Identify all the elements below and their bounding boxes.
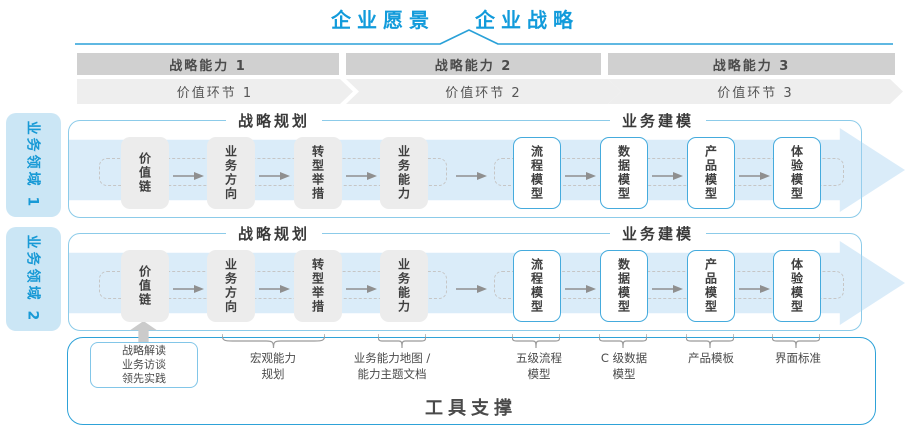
right-arrow-icon — [739, 279, 770, 293]
box-label: 体验模型 — [789, 145, 804, 201]
brace-icon — [378, 333, 426, 349]
box-label: 价值链 — [137, 152, 152, 194]
capability-label: 战略能力 2 — [434, 58, 513, 74]
box-label: 业务方向 — [223, 258, 238, 314]
capability-band-3: 战略能力 3 — [608, 53, 895, 75]
right-arrow-icon — [259, 279, 290, 293]
brace-icon — [772, 333, 820, 349]
planning-section-title: 战略规划 — [225, 110, 323, 132]
box-label: 流程模型 — [529, 258, 544, 314]
right-arrow-icon — [259, 166, 290, 180]
tool-support-label: 工具支撑 — [425, 398, 517, 419]
box-product-model: 产品模型 — [687, 250, 735, 322]
box-process-model: 流程模型 — [513, 137, 561, 209]
right-arrow-icon — [173, 279, 204, 293]
domain-label: 业务领域 2 — [24, 234, 41, 324]
right-arrow-icon — [652, 279, 683, 293]
strategy-title: 企业战略 — [475, 8, 579, 32]
right-arrow-icon — [456, 279, 487, 293]
dashed-pipeline — [494, 271, 844, 299]
dashed-pipeline — [99, 158, 447, 186]
right-arrow-icon — [456, 166, 487, 180]
right-arrow-icon — [739, 166, 770, 180]
modeling-section-title: 业务建模 — [609, 110, 707, 132]
right-arrow-icon — [565, 279, 596, 293]
modeling-section-title: 业务建模 — [609, 223, 707, 245]
box-business-direction: 业务方向 — [207, 137, 255, 209]
value-label: 价值环节 3 — [717, 86, 794, 101]
capability-band-1: 战略能力 1 — [77, 53, 339, 75]
box-data-model: 数据模型 — [600, 250, 648, 322]
box-experience-model: 体验模型 — [773, 137, 821, 209]
box-label: 数据模型 — [616, 258, 631, 314]
box-label: 转型举措 — [310, 258, 325, 314]
box-label: 体验模型 — [789, 258, 804, 314]
domain1-flow-panel: 战略规划 业务建模 价值链 业务方向 转型举措 业务能力 流程模型 数据模型 产… — [68, 110, 905, 218]
interview-practices-box: 战略解读 业务访谈 领先实践 — [90, 342, 198, 388]
right-arrow-icon — [346, 279, 377, 293]
value-label: 价值环节 2 — [445, 86, 522, 101]
box-experience-model: 体验模型 — [773, 250, 821, 322]
box-value-chain: 价值链 — [121, 250, 169, 322]
brace-icon — [686, 333, 734, 349]
top-title: 企业愿景 企业战略 — [0, 4, 910, 33]
vision-title: 企业愿景 — [331, 8, 435, 32]
box-value-chain: 价值链 — [121, 137, 169, 209]
divider-caret-line — [75, 29, 893, 45]
note-l5-process-model: 五级流程 模型 — [516, 351, 562, 381]
note-ui-standard: 界面标准 — [775, 351, 821, 365]
planning-section-title: 战略规划 — [225, 223, 323, 245]
right-arrow-icon — [652, 166, 683, 180]
right-arrow-icon — [346, 166, 377, 180]
value-chevron-2: 价值环节 2 — [346, 79, 621, 104]
brace-icon — [512, 333, 560, 349]
value-label: 价值环节 1 — [176, 86, 254, 101]
box-data-model: 数据模型 — [600, 137, 648, 209]
box-label: 流程模型 — [529, 145, 544, 201]
box-product-model: 产品模型 — [687, 137, 735, 209]
dashed-pipeline — [494, 158, 844, 186]
box-business-direction: 业务方向 — [207, 250, 255, 322]
box-label: 转型举措 — [310, 145, 325, 201]
box-label: 业务方向 — [223, 145, 238, 201]
right-arrow-icon — [565, 166, 596, 180]
box-transformation-initiatives: 转型举措 — [294, 250, 342, 322]
capability-label: 战略能力 1 — [169, 58, 247, 74]
domain2-flow-panel: 战略规划 业务建模 价值链 业务方向 转型举措 业务能力 流程模型 数据模型 产… — [68, 223, 905, 331]
value-chevron-3: 价值环节 3 — [608, 79, 903, 104]
tool-support-container — [67, 337, 876, 425]
note-macro-capability-planning: 宏观能力 规划 — [250, 351, 296, 381]
capability-label: 战略能力 3 — [712, 58, 791, 74]
box-label: 产品模型 — [703, 258, 718, 314]
box-label: 数据模型 — [616, 145, 631, 201]
box-business-capability: 业务能力 — [380, 137, 428, 209]
box-label: 业务能力 — [396, 258, 411, 314]
sidebar-domain-2: 业务领域 2 — [6, 227, 61, 331]
right-arrow-icon — [173, 166, 204, 180]
note-c-level-data-model: C 级数据 模型 — [600, 351, 648, 381]
box-label: 价值链 — [137, 265, 152, 307]
brace-icon — [222, 333, 325, 349]
dashed-pipeline — [99, 271, 447, 299]
brace-icon — [599, 333, 647, 349]
note-product-template: 产品模板 — [688, 351, 734, 365]
box-process-model: 流程模型 — [513, 250, 561, 322]
sidebar-domain-1: 业务领域 1 — [6, 113, 61, 217]
capability-band-2: 战略能力 2 — [346, 53, 601, 75]
note-capability-map-docs: 业务能力地图 / 能力主题文档 — [353, 351, 431, 381]
value-chevron-1: 价值环节 1 — [77, 79, 353, 104]
box-label: 产品模型 — [703, 145, 718, 201]
box-business-capability: 业务能力 — [380, 250, 428, 322]
box-transformation-initiatives: 转型举措 — [294, 137, 342, 209]
domain-label: 业务领域 1 — [24, 120, 41, 210]
box-label: 业务能力 — [396, 145, 411, 201]
